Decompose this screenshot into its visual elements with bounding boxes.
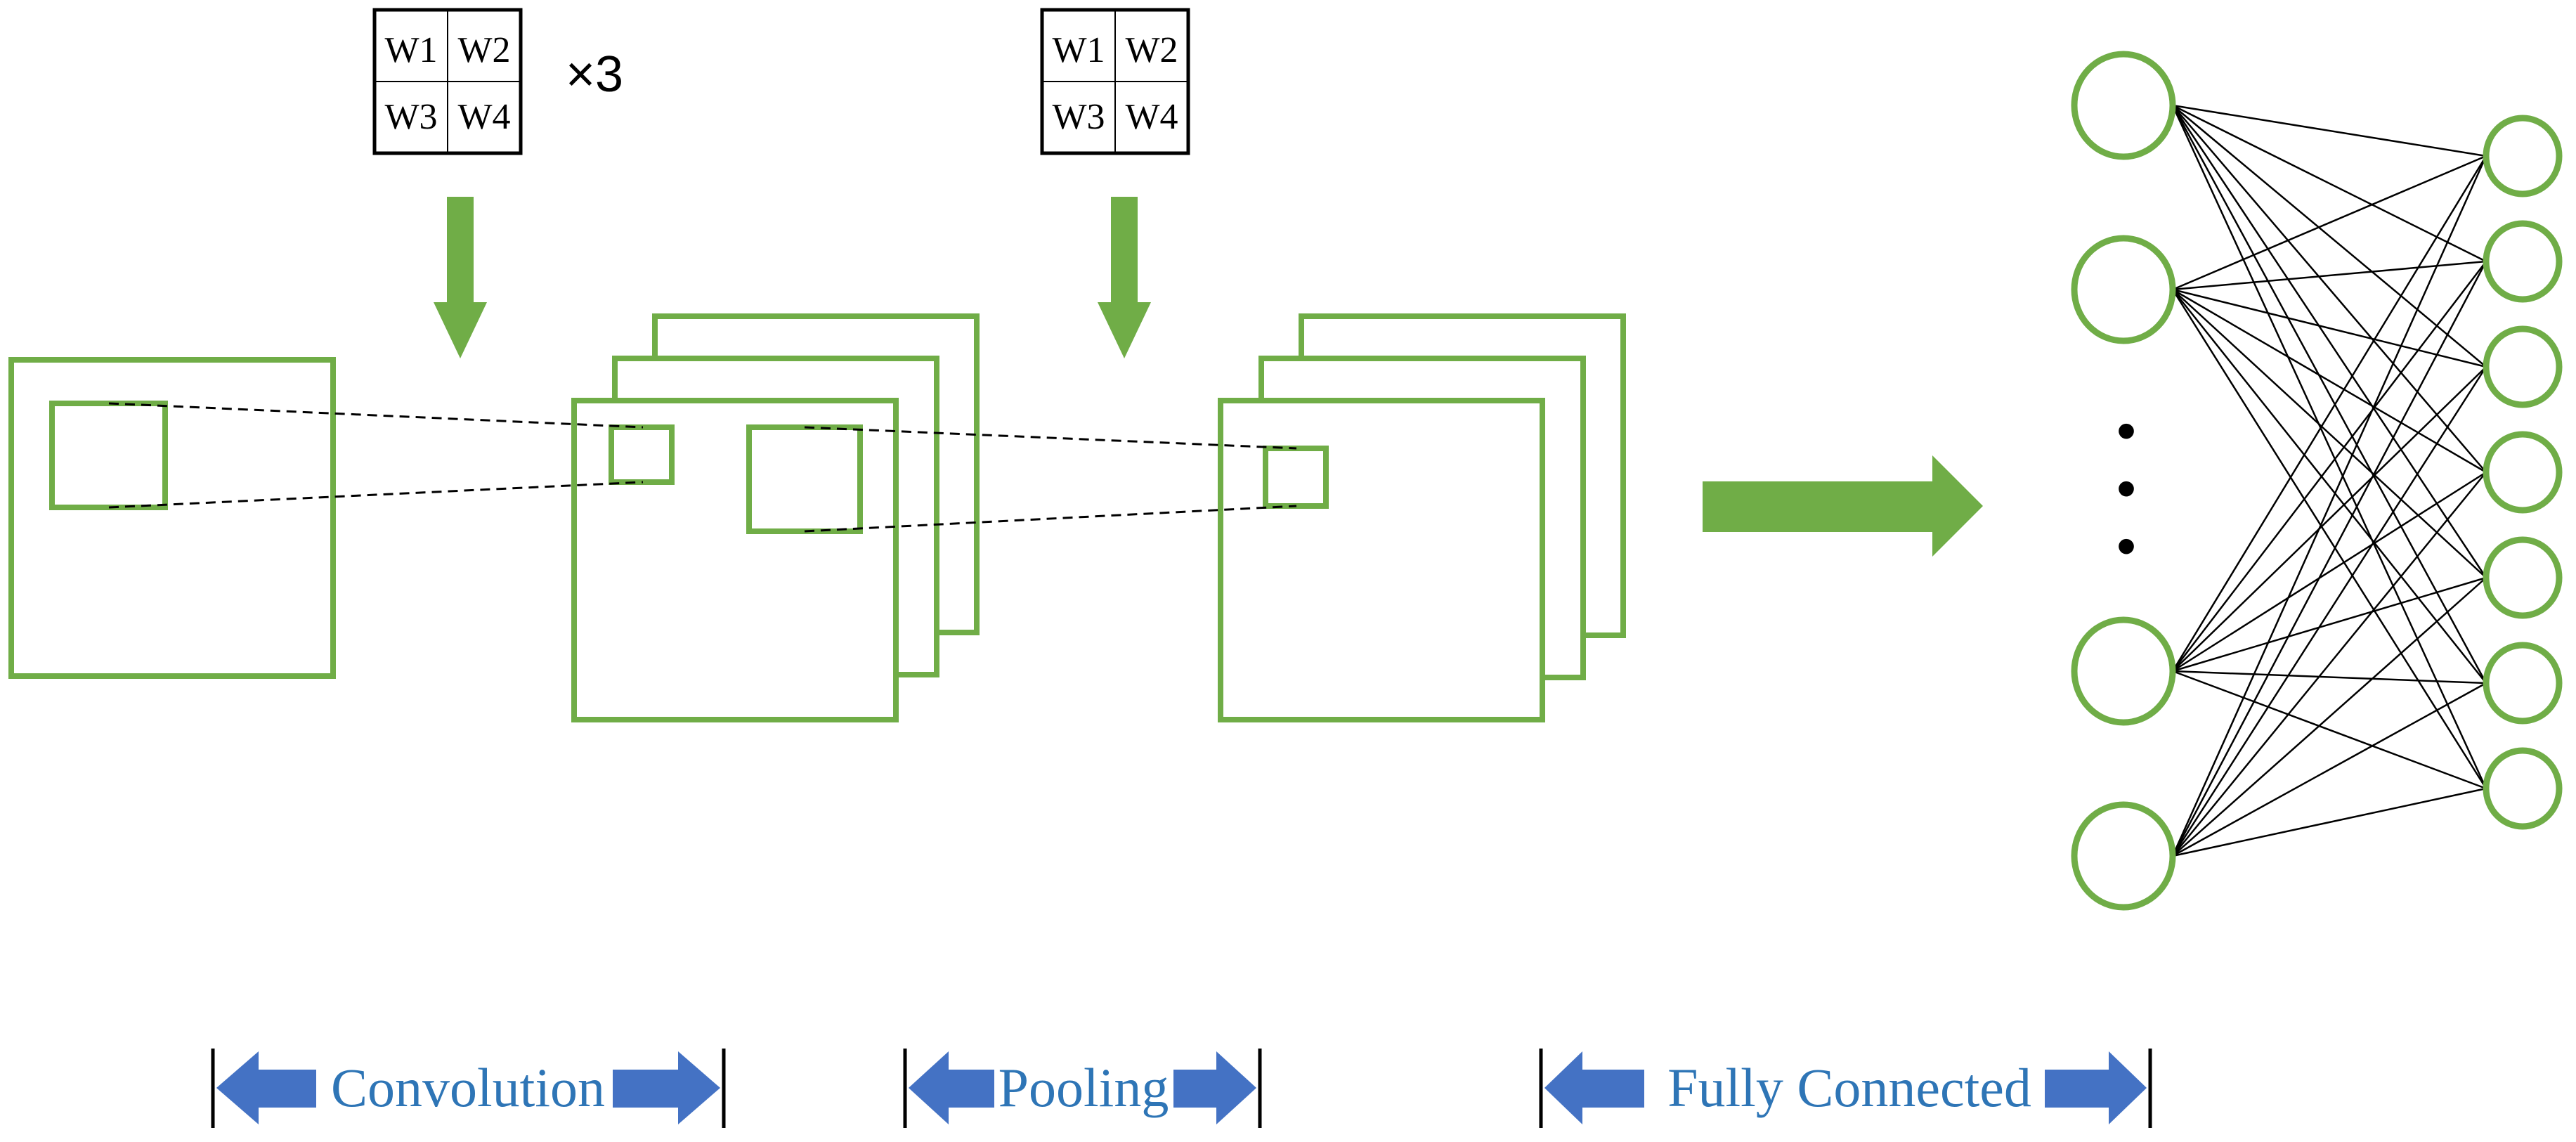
fc-connection-line xyxy=(2172,366,2487,672)
fc-connection-line xyxy=(2172,288,2487,474)
input-map xyxy=(8,357,336,679)
fc-connection-line xyxy=(2172,471,2487,673)
kernel-count-label: ×3 xyxy=(566,46,623,103)
fc-connection-line xyxy=(2172,472,2487,857)
kernel-2-w4: W4 xyxy=(1125,97,1178,137)
ellipsis-dot: • xyxy=(2116,399,2136,462)
input-neuron xyxy=(2071,801,2176,911)
input-receptive-field xyxy=(49,401,168,510)
fc-connections xyxy=(2171,104,2487,857)
fc-connection-line xyxy=(2171,155,2487,672)
stage-label-fully-connected: Fully Connected xyxy=(1667,1057,2031,1118)
fc-connection-line xyxy=(2172,105,2487,473)
fc-connection-line xyxy=(2171,105,2487,578)
fc-connection-line xyxy=(2172,104,2487,157)
fc-connection-line xyxy=(2172,289,2487,578)
fc-connection-line xyxy=(2172,155,2487,291)
kernel-2-w3: W3 xyxy=(1052,97,1105,137)
kernel-2-w1: W1 xyxy=(1052,30,1105,70)
input-neuron xyxy=(2071,235,2176,344)
right-arrow-icon xyxy=(2045,1051,2147,1124)
projection-lines xyxy=(108,402,1297,533)
fc-connection-line xyxy=(2172,670,2487,684)
stage-label-pooling: Pooling xyxy=(998,1057,1169,1118)
fc-connection-line xyxy=(2172,104,2487,263)
fc-connection-line xyxy=(2172,787,2487,857)
kernel-1-w3: W3 xyxy=(384,97,437,137)
conv-receptive-unit xyxy=(609,424,675,485)
output-neuron xyxy=(2483,115,2563,197)
stage-pooling: Pooling xyxy=(903,1049,1262,1128)
fc-connection-line xyxy=(2172,670,2487,790)
kernel-1-w1: W1 xyxy=(384,30,437,70)
input-neuron xyxy=(2071,616,2176,726)
fc-connection-line xyxy=(2172,288,2487,368)
stage-label-convolution: Convolution xyxy=(331,1057,605,1118)
left-arrow-icon xyxy=(216,1051,316,1124)
left-arrow-icon xyxy=(909,1051,994,1124)
output-neuron xyxy=(2483,431,2563,514)
conv-feature-maps xyxy=(571,313,980,722)
down-arrow-pool xyxy=(1098,197,1151,358)
stage-fully-connected: Fully Connected xyxy=(1539,1049,2152,1128)
fc-connection-line xyxy=(2171,105,2487,789)
stage-convolution: Convolution xyxy=(211,1049,726,1128)
conv-pool-window xyxy=(746,424,863,534)
output-neuron xyxy=(2483,536,2563,619)
fc-connection-line xyxy=(2171,289,2487,789)
kernel-1: W1 W2 W3 W4 xyxy=(372,8,523,155)
output-neuron xyxy=(2483,747,2563,830)
pool-unit xyxy=(1263,446,1329,509)
right-arrow-icon xyxy=(613,1051,720,1124)
kernel-2-w2: W2 xyxy=(1125,30,1178,70)
fc-connection-line xyxy=(2172,682,2487,857)
fc-connection-line xyxy=(2171,105,2487,684)
output-neuron xyxy=(2483,642,2563,725)
fc-connection-line xyxy=(2171,366,2487,857)
fc-connection-line xyxy=(2172,289,2487,684)
output-neuron xyxy=(2483,220,2563,303)
fc-connection-line xyxy=(2172,577,2487,857)
right-arrow-icon xyxy=(1173,1051,1256,1124)
ellipsis-dot: • xyxy=(2116,514,2136,577)
left-arrow-icon xyxy=(1544,1051,1644,1124)
fc-connection-line xyxy=(2172,261,2487,672)
down-arrow-conv xyxy=(434,197,487,358)
ellipsis-dot: • xyxy=(2116,457,2136,519)
input-neuron xyxy=(2071,51,2176,160)
kernel-1-w4: W4 xyxy=(457,97,510,137)
fc-connection-line xyxy=(2172,105,2487,368)
fc-connection-line xyxy=(2172,576,2487,673)
kernel-1-w2: W2 xyxy=(457,30,510,70)
pool-feature-maps xyxy=(1218,313,1626,722)
fc-connection-line xyxy=(2172,260,2487,291)
kernel-2: W1 W2 W3 W4 xyxy=(1040,8,1190,155)
flatten-arrow xyxy=(1703,455,1983,557)
fc-connection-line xyxy=(2171,155,2487,857)
fully-connected-network: • • • xyxy=(2071,51,2563,911)
output-neuron xyxy=(2483,325,2563,408)
fc-connection-line xyxy=(2171,261,2487,857)
